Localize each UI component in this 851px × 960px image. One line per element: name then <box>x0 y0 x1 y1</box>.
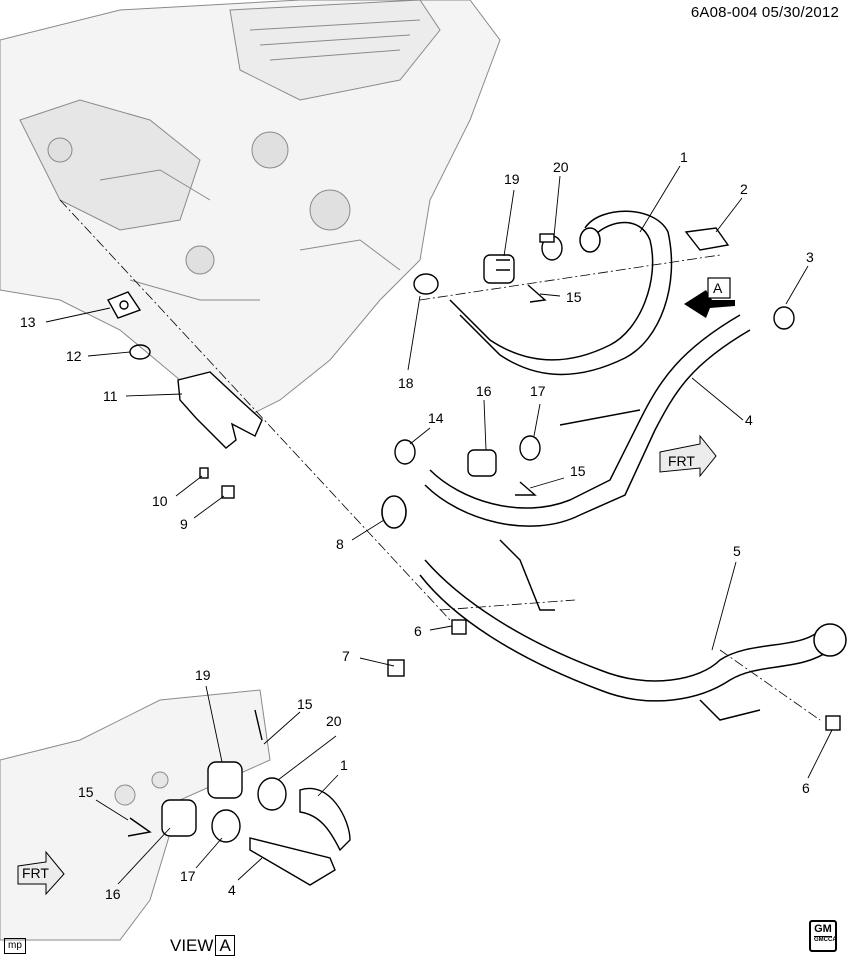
bolt-parts <box>199 467 841 731</box>
gasket-13 <box>107 291 142 319</box>
callout-numbers: 1 2 3 4 5 6 7 6 8 9 10 11 12 13 14 15 15… <box>20 149 814 902</box>
callout-6-right: 6 <box>802 780 810 796</box>
view-label: VIEW <box>170 936 214 955</box>
gm-logo: GM GMCCA <box>809 920 837 952</box>
callout-5: 5 <box>733 543 741 559</box>
clamp-3 <box>773 306 795 330</box>
callout-leaders <box>45 165 833 885</box>
callout-4: 4 <box>745 412 753 428</box>
gm-logo-text: GM <box>814 923 832 935</box>
callout-9: 9 <box>180 516 188 532</box>
callout-13: 13 <box>20 314 36 330</box>
callout-11: 11 <box>103 388 118 404</box>
view-a-arrow: A <box>684 277 735 318</box>
callout-10: 10 <box>152 493 168 509</box>
connector-19 <box>483 254 515 284</box>
heater-hose-1 <box>449 210 673 376</box>
callout-6: 6 <box>414 623 422 639</box>
diagram-reference: 6A08-004 05/30/2012 <box>690 4 839 21</box>
frt-arrow-detail: FRT <box>17 850 65 896</box>
leader-lines <box>59 199 821 721</box>
callout-16: 16 <box>476 383 492 399</box>
view-a-letter: A <box>713 280 723 296</box>
detail-callout-1: 1 <box>340 757 348 773</box>
detail-parts <box>127 709 351 886</box>
callout-2: 2 <box>740 181 748 197</box>
callout-8: 8 <box>336 536 344 552</box>
seal-8 <box>381 495 407 529</box>
clamp-17 <box>519 435 541 461</box>
callout-15-middle: 15 <box>570 463 586 479</box>
detail-callout-20: 20 <box>326 713 342 729</box>
gm-logo-subtext: GMCCA <box>814 936 837 943</box>
mp-badge: mp <box>4 938 26 954</box>
detail-callout-15-top: 15 <box>297 696 313 712</box>
detail-callout-4: 4 <box>228 882 236 898</box>
callout-12: 12 <box>66 348 82 364</box>
callout-18: 18 <box>398 375 414 391</box>
connector-16 <box>467 449 497 477</box>
callout-20: 20 <box>553 159 569 175</box>
view-letter: A <box>215 935 235 956</box>
detail-callout-16: 16 <box>105 886 121 902</box>
frt-label-detail: FRT <box>22 865 49 881</box>
clamp-18 <box>413 273 439 295</box>
callout-1: 1 <box>680 149 688 165</box>
heater-pipe-5 <box>419 539 847 721</box>
retainer-15 <box>515 284 547 496</box>
heater-hose-4 <box>424 314 751 527</box>
callout-19: 19 <box>504 171 520 187</box>
clamp-20 <box>539 233 563 261</box>
callout-7: 7 <box>342 648 350 664</box>
callout-3: 3 <box>806 249 814 265</box>
clamp-14 <box>394 439 416 465</box>
detail-callout-19: 19 <box>195 667 211 683</box>
detail-callout-15-left: 15 <box>78 784 94 800</box>
detail-callout-17: 17 <box>180 868 196 884</box>
callout-17: 17 <box>530 383 546 399</box>
water-outlet-11 <box>177 371 263 449</box>
frt-arrow-main: FRT <box>659 434 717 478</box>
clip-2 <box>684 227 730 251</box>
callout-15-upper: 15 <box>566 289 582 305</box>
frt-label-main: FRT <box>668 453 695 469</box>
callout-14: 14 <box>428 410 444 426</box>
